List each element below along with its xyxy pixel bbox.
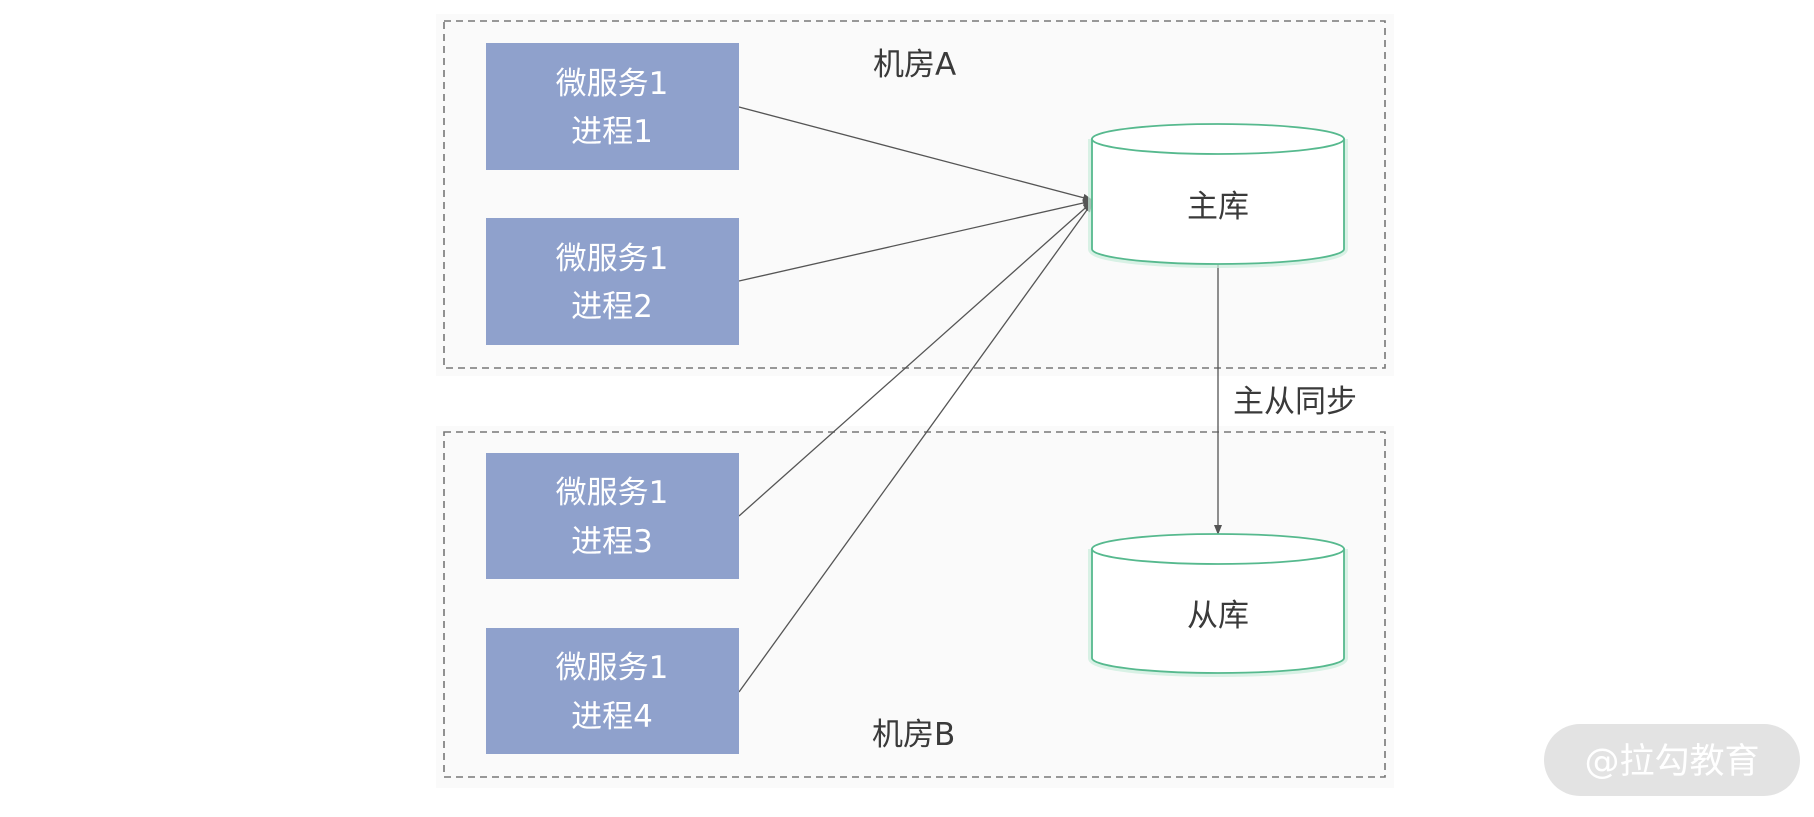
master-db-cylinder: 主库 — [1088, 123, 1348, 268]
room-b-border — [443, 431, 1386, 778]
connection-process-1 — [738, 106, 1093, 202]
master-db-label: 主库 — [1187, 189, 1249, 225]
process-3-name: 微服务1 — [556, 475, 669, 511]
process-box-4: 微服务1 进程4 — [486, 628, 739, 754]
connection-process-2 — [738, 199, 1093, 282]
room-a-border — [443, 20, 1386, 369]
process-4-name: 微服务1 — [556, 650, 669, 686]
sync-label: 主从同步 — [1233, 384, 1357, 420]
process-4-id: 进程4 — [571, 699, 653, 735]
process-1-id: 进程1 — [571, 114, 653, 150]
process-2-id: 进程2 — [571, 289, 653, 325]
watermark: @拉勾教育 — [1544, 724, 1800, 796]
process-box-1: 微服务1 进程1 — [486, 43, 739, 170]
connection-process-3 — [738, 201, 1093, 517]
process-box-3: 微服务1 进程3 — [486, 453, 739, 579]
process-box-2: 微服务1 进程2 — [486, 218, 739, 345]
process-2-name: 微服务1 — [556, 241, 669, 277]
connections — [738, 106, 1222, 693]
room-a-label: 机房A — [873, 47, 956, 83]
process-1-name: 微服务1 — [556, 66, 669, 102]
room-b-label: 机房B — [872, 717, 955, 753]
connection-process-4 — [738, 202, 1093, 693]
watermark-text: @拉勾教育 — [1584, 742, 1759, 782]
process-3-id: 进程3 — [571, 524, 653, 560]
slave-db-cylinder: 从库 — [1088, 533, 1348, 677]
slave-db-label: 从库 — [1187, 598, 1249, 634]
